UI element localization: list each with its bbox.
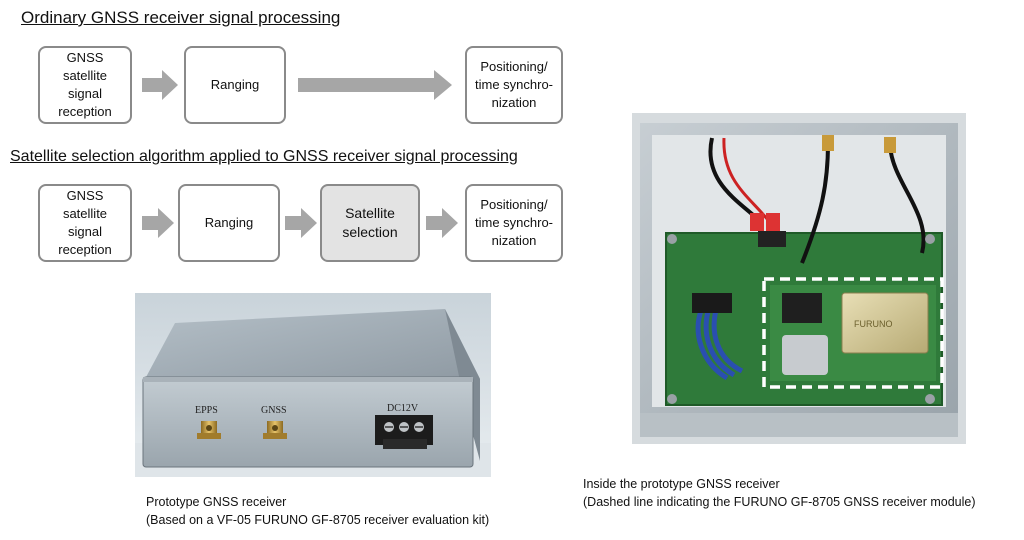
- inside-caption-line2: (Dashed line indicating the FURUNO GF-87…: [583, 495, 976, 509]
- flow2-box-positioning-label: Positioning/ time synchro- nization: [474, 197, 554, 248]
- inside-receiver-illustration: FURUNO: [632, 113, 966, 444]
- flow2-arrow-3: [426, 208, 458, 238]
- flow2-box-reception: GNSS satellite signal reception: [38, 184, 132, 262]
- dc12v-label: DC12V: [387, 403, 419, 414]
- inside-caption: Inside the prototype GNSS receiver (Dash…: [583, 475, 976, 511]
- prototype-caption-line2: (Based on a VF-05 FURUNO GF-8705 receive…: [146, 513, 490, 527]
- flow2-heading: Satellite selection algorithm applied to…: [10, 148, 518, 165]
- module-dashed-outline: [762, 277, 944, 389]
- flow1-box-reception: GNSS satellite signal reception: [38, 46, 132, 124]
- flow2-box-selection: Satellite selection: [320, 184, 420, 262]
- prototype-receiver-photo: EPPS GNSS DC12V: [135, 293, 491, 477]
- gnss-connector-icon: [263, 421, 287, 439]
- furuno-module-label: FURUNO: [854, 319, 893, 329]
- flow1-heading: Ordinary GNSS receiver signal processing: [21, 8, 341, 27]
- prototype-caption: Prototype GNSS receiver (Based on a VF-0…: [146, 493, 489, 529]
- flow2-box-positioning: Positioning/ time synchro- nization: [465, 184, 563, 262]
- prototype-caption-line1: Prototype GNSS receiver: [146, 495, 287, 509]
- flow2-box-ranging-label: Ranging: [204, 215, 254, 230]
- flow1-box-ranging-label: Ranging: [210, 77, 260, 92]
- flow1-arrow-1: [142, 70, 178, 100]
- flow1-box-positioning: Positioning/ time synchro- nization: [465, 46, 563, 124]
- flow2-arrow-2: [285, 208, 317, 238]
- flow2-box-reception-label: GNSS satellite signal reception: [58, 188, 112, 257]
- flow2-box-ranging: Ranging: [178, 184, 280, 262]
- prototype-receiver-illustration: EPPS GNSS DC12V: [135, 293, 491, 477]
- flow2-arrow-1: [142, 208, 174, 238]
- gnss-label: GNSS: [261, 405, 287, 416]
- dc-terminal-icon: [375, 415, 433, 449]
- flow1-box-reception-label: GNSS satellite signal reception: [58, 50, 112, 119]
- flow1-arrow-2: [298, 70, 452, 100]
- epps-label: EPPS: [195, 405, 218, 416]
- inside-caption-line1: Inside the prototype GNSS receiver: [583, 477, 780, 491]
- flow2-box-selection-label: Satellite selection: [342, 205, 398, 240]
- epps-connector-icon: [197, 421, 221, 439]
- flow1-box-positioning-label: Positioning/ time synchro- nization: [474, 59, 554, 110]
- flow1-box-ranging: Ranging: [184, 46, 286, 124]
- inside-receiver-photo: FURUNO: [632, 113, 966, 444]
